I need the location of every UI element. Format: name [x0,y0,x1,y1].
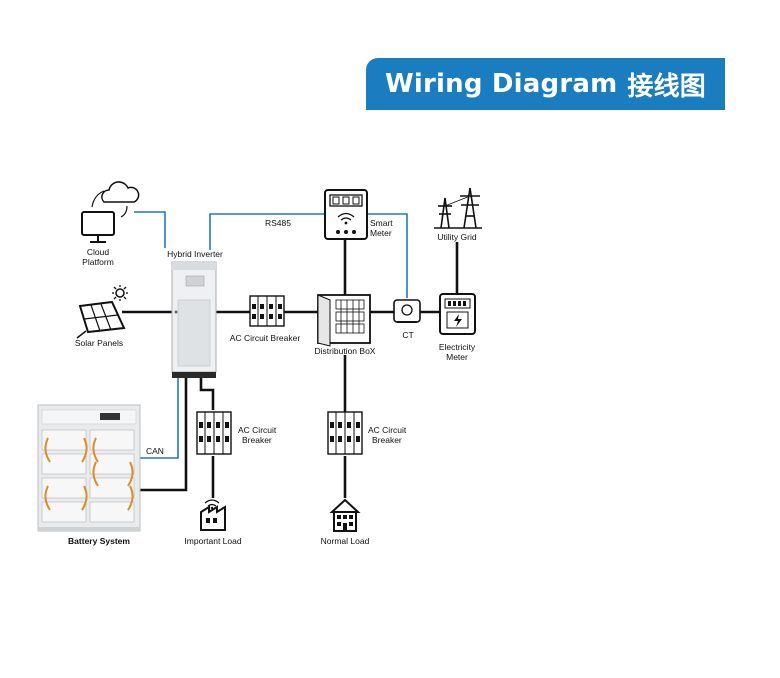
battery-modules [41,429,135,523]
smart-meter-line1: Smart [370,218,393,228]
cloud-platform-icon [81,181,140,243]
rs485-label: RS485 [265,218,291,228]
distribution-box-icon [317,294,371,347]
electricity-meter-line1: Electricity [439,342,476,352]
factory-icon [200,499,226,531]
smart-meter-icon [324,189,368,240]
cloud-label-line2: Platform [82,257,114,267]
ac-breaker-normal-icon [327,411,363,455]
title-chinese: 接线图 [627,71,707,102]
hybrid-inverter-cabinet [171,261,217,378]
battery-system-label: Battery System [68,536,130,546]
ac-breaker-normal-line1: AC Circuit [368,425,407,435]
solar-panel-icon [76,285,128,339]
smart-meter-line2: Meter [370,228,392,238]
ac-breaker-main-icon [249,295,285,327]
ct-icon [393,299,421,323]
utility-grid-icon [434,187,482,229]
ac-breaker-important-line1: AC Circuit [238,425,277,435]
signal-wires [134,211,408,459]
hybrid-inverter-label: Hybrid Inverter [167,249,223,259]
building-icon [329,498,361,532]
important-load-label: Important Load [184,536,241,546]
utility-grid-label: Utility Grid [437,232,476,242]
cloud-label-line1: Cloud [87,247,109,257]
title-english: Wiring Diagram [384,69,618,99]
ac-breaker-important-icon [196,411,232,455]
ac-breaker-main-label: AC Circuit Breaker [230,333,301,343]
ac-breaker-normal-line2: Breaker [372,435,402,445]
battery-system-cabinet [37,404,141,532]
ct-label: CT [402,330,413,340]
can-label: CAN [146,446,164,456]
normal-load-label: Normal Load [321,536,370,546]
title-banner: Wiring Diagram 接线图 [366,58,725,110]
ac-breaker-important-line2: Breaker [242,435,272,445]
electricity-meter-line2: Meter [446,352,468,362]
power-wires [122,240,459,498]
electricity-meter-icon [439,293,476,335]
distribution-box-label: Distribution BoX [315,346,376,356]
solar-panels-label: Solar Panels [75,338,123,348]
